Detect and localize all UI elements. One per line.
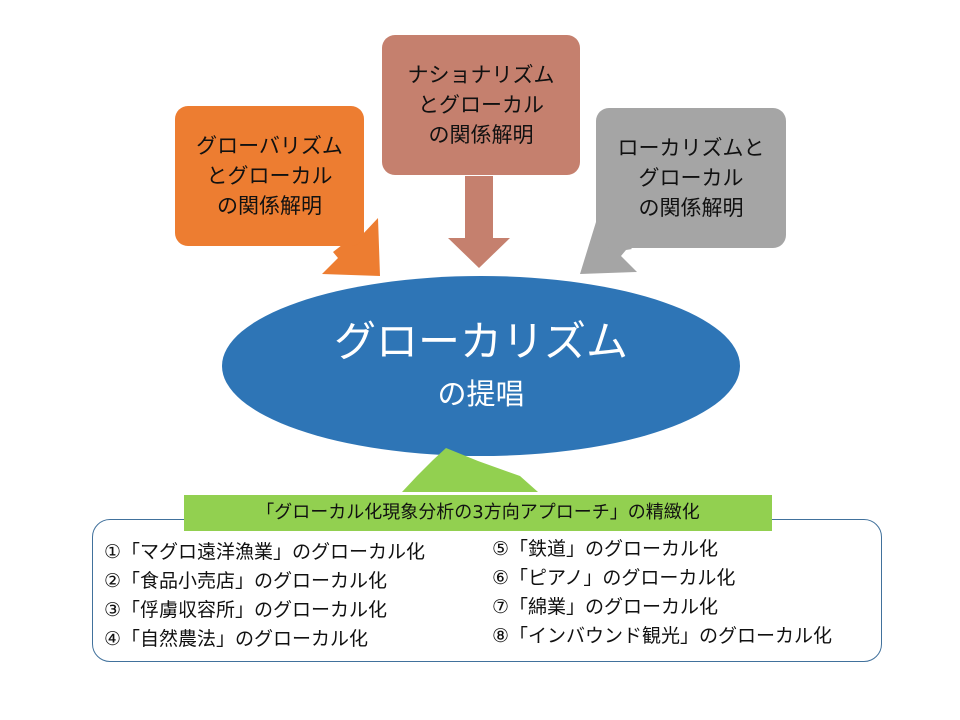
case-item-1: ①「マグロ遠洋漁業」のグローカル化 <box>104 541 426 563</box>
nationalism-line-1: ナショナリズム <box>407 63 555 87</box>
case-item-3: ③「俘虜収容所」のグローカル化 <box>104 599 388 621</box>
localism-relation-box: ローカリズムと グローカル の関係解明 <box>596 108 786 248</box>
center-subtitle: の提唱 <box>437 377 525 411</box>
nationalism-relation-box: ナショナリズム とグローカル の関係解明 <box>382 35 580 175</box>
approach-banner: 「グローカル化現象分析の3方向アプローチ」の精緻化 <box>184 495 772 531</box>
globalism-relation-box: グローバリズム とグローカル の関係解明 <box>175 106 364 246</box>
case-item-6: ⑥「ピアノ」のグローカル化 <box>492 567 736 589</box>
arrow-approach-to-center <box>402 448 538 492</box>
center-title: グローカリズム <box>333 317 628 366</box>
approach-frame <box>92 519 882 662</box>
nationalism-line-3: の関係解明 <box>428 123 534 147</box>
arrow-globalism-to-center <box>322 218 380 276</box>
center-ellipse <box>222 276 740 456</box>
globalism-line-3: の関係解明 <box>217 194 322 218</box>
case-item-8: ⑧「インバウンド観光」のグローカル化 <box>492 625 833 647</box>
globalism-line-2: とグローカル <box>206 164 333 188</box>
case-list-left: ①「マグロ遠洋漁業」のグローカル化 ②「食品小売店」のグローカル化 ③「俘虜収容… <box>104 538 425 654</box>
case-item-7: ⑦「綿業」のグローカル化 <box>492 596 719 618</box>
localism-line-3: の関係解明 <box>638 196 744 220</box>
arrow-nationalism-to-center <box>448 176 510 268</box>
case-item-2: ②「食品小売店」のグローカル化 <box>104 570 388 592</box>
case-list-right: ⑤「鉄道」のグローカル化 ⑥「ピアノ」のグローカル化 ⑦「綿業」のグローカル化 … <box>492 535 832 651</box>
arrow-localism-to-center <box>580 222 637 274</box>
localism-line-2: グローカル <box>638 166 744 190</box>
nationalism-line-2: とグローカル <box>418 93 544 117</box>
case-item-4: ④「自然農法」のグローカル化 <box>104 628 369 650</box>
globalism-line-1: グローバリズム <box>196 134 343 158</box>
localism-line-1: ローカリズムと <box>617 136 765 160</box>
case-item-5: ⑤「鉄道」のグローカル化 <box>492 538 719 560</box>
